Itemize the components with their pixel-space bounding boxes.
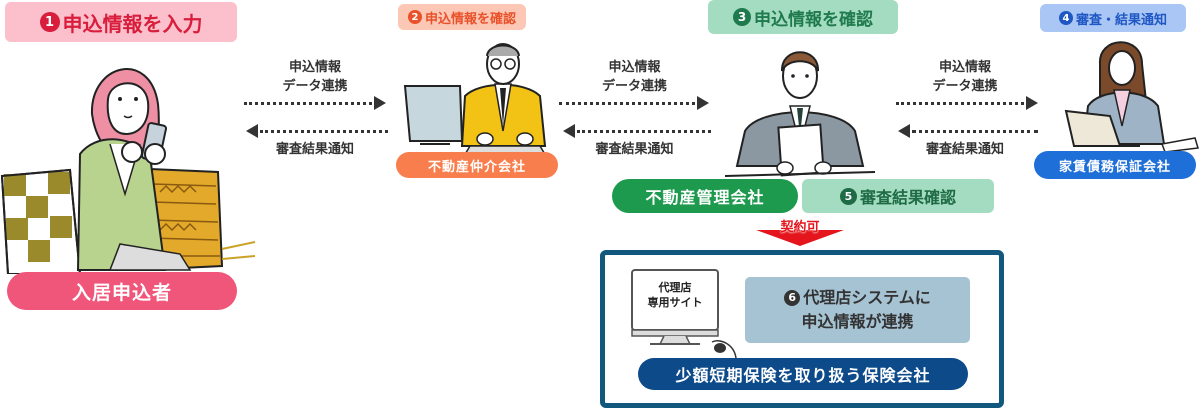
step3-label: 3 申込情報を確認 — [708, 0, 898, 34]
flow-back-label: 審査結果通知 — [275, 142, 354, 157]
forward-arrow — [240, 96, 390, 110]
step5-label: 5 審査結果確認 — [802, 179, 994, 213]
back-arrow — [240, 124, 390, 138]
step1-label: 1 申込情報を入力 — [5, 2, 237, 42]
flow-broker-manager: 申込情報 データ連携 審査結果通知 — [557, 58, 712, 159]
down-arrow-icon — [756, 230, 844, 246]
applicant-illustration — [0, 44, 260, 274]
forward-arrow — [557, 96, 712, 110]
back-arrow — [890, 124, 1040, 138]
guarantor-illustration — [1050, 36, 1200, 152]
agency-site-text: 代理店 専用サイト — [632, 280, 718, 310]
forward-arrow — [890, 96, 1040, 110]
woman-with-phone-icon — [0, 68, 256, 274]
manager-badge: 不動産管理会社 — [612, 179, 798, 213]
insurer-badge: 少額短期保険を取り扱う保険会社 — [638, 358, 968, 390]
broker-badge: 不動産仲介会社 — [396, 152, 558, 178]
step4-text: 審査・結果通知 — [1075, 12, 1167, 28]
step6-label: 6 代理店システムに 申込情報が連携 — [745, 277, 970, 343]
arrow-right-icon — [697, 96, 709, 110]
arrow-left-icon — [246, 124, 258, 138]
applicant-badge: 入居申込者 — [7, 272, 237, 310]
broker-badge-text: 不動産仲介会社 — [427, 159, 526, 175]
guarantor-badge: 家賃債務保証会社 — [1034, 151, 1196, 179]
insurer-badge-text: 少額短期保険を取り扱う保険会社 — [675, 366, 931, 385]
flow-back-label: 審査結果通知 — [925, 142, 1004, 157]
approval-arrow: 契約可 — [752, 216, 848, 246]
step6-line1: 代理店システムに — [803, 288, 931, 307]
step1-text: 申込情報を入力 — [62, 11, 203, 36]
agency-site-line2: 専用サイト — [647, 296, 703, 309]
step-number-badge: 5 — [839, 187, 857, 205]
step3-text: 申込情報を確認 — [754, 9, 873, 30]
flow-back-label: 審査結果通知 — [595, 142, 674, 157]
monitor-icon — [631, 269, 737, 358]
man-with-documents-icon — [725, 51, 875, 177]
agency-site-monitor: 代理店 専用サイト — [630, 268, 740, 358]
woman-with-laptop-icon — [1064, 41, 1199, 152]
flow-applicant-broker: 申込情報 データ連携 審査結果通知 — [240, 58, 390, 159]
arrow-left-icon — [563, 124, 575, 138]
manager-illustration — [725, 36, 875, 186]
step-number-badge: 2 — [407, 10, 422, 24]
flow-forward-label-line2: データ連携 — [932, 79, 998, 94]
flow-forward-label-line1: 申込情報 — [608, 60, 661, 75]
step-number-badge: 4 — [1058, 11, 1073, 25]
step-number-badge: 3 — [733, 8, 751, 26]
arrow-left-icon — [898, 124, 910, 138]
step4-label: 4 審査・結果通知 — [1040, 4, 1186, 32]
flow-forward-label-line1: 申込情報 — [938, 60, 991, 75]
flow-manager-guarantor: 申込情報 データ連携 審査結果通知 — [890, 58, 1040, 159]
step-number-badge: 6 — [784, 290, 801, 306]
arrow-right-icon — [374, 96, 386, 110]
step5-text: 審査結果確認 — [859, 188, 956, 207]
flow-forward-label-line2: データ連携 — [601, 79, 667, 94]
broker-illustration — [400, 36, 550, 156]
step2-label: 2 申込情報を確認 — [398, 4, 526, 30]
back-arrow — [557, 124, 712, 138]
step6-line1-row: 6 代理店システムに — [784, 286, 931, 310]
applicant-badge-text: 入居申込者 — [71, 281, 172, 304]
arrow-right-icon — [1026, 96, 1038, 110]
agency-site-line1: 代理店 — [658, 281, 692, 294]
step-number-badge: 1 — [39, 12, 60, 32]
flow-forward-label-line2: データ連携 — [282, 79, 348, 94]
step2-text: 申込情報を確認 — [424, 11, 516, 27]
man-at-computer-icon — [403, 43, 547, 156]
flow-forward-label-line1: 申込情報 — [288, 60, 341, 75]
approval-label: 契約可 — [780, 220, 820, 235]
step6-line2: 申込情報が連携 — [801, 312, 914, 331]
manager-badge-text: 不動産管理会社 — [645, 188, 765, 207]
guarantor-badge-text: 家賃債務保証会社 — [1058, 159, 1171, 175]
